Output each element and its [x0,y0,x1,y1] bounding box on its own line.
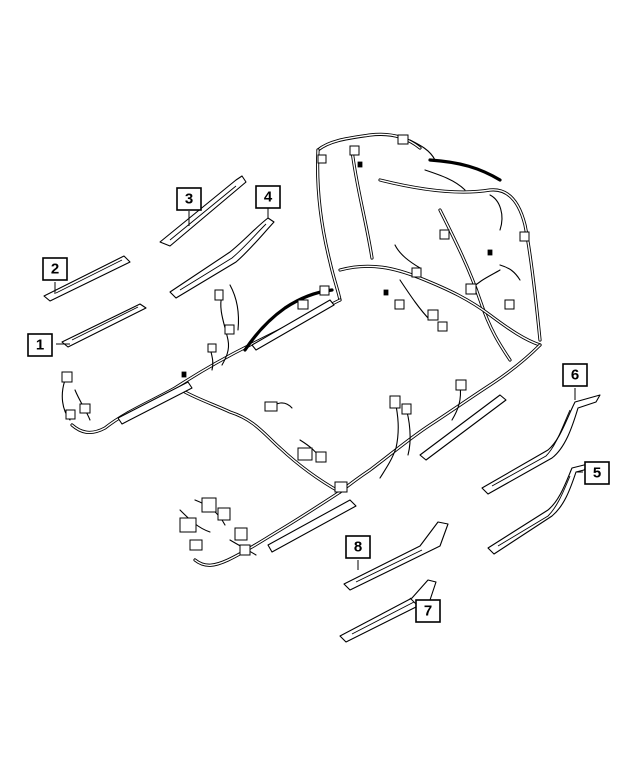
callout-2: 2 [42,257,68,281]
part-8-sill-trim [343,521,449,591]
svg-text:1: 1 [36,337,44,354]
svg-text:2: 2 [51,261,59,278]
floor-wiring-harness [61,132,542,567]
callout-4: 4 [255,185,281,209]
right-rail-cover [419,394,507,461]
part-7-sill-trim [339,579,437,643]
callout-1: 1 [27,333,53,357]
svg-text:8: 8 [354,539,362,556]
callout-7: 7 [415,599,441,623]
part-3-sill-trim [159,175,247,247]
part-6-sill-trim [481,394,601,495]
front-rail-cover [267,499,357,553]
svg-text:6: 6 [571,367,579,384]
part-2-sill-trim [43,255,131,302]
part-1-sill-trim [61,303,147,348]
part-5-sill-trim [487,463,589,555]
svg-text:4: 4 [264,189,273,206]
left-rail-cover [117,299,335,425]
callout-8: 8 [345,535,371,559]
callout-6: 6 [562,363,588,387]
svg-text:3: 3 [185,191,193,208]
leader-lines [54,208,583,607]
callout-5: 5 [584,461,610,485]
part-4-sill-trim [169,217,275,299]
svg-text:7: 7 [424,603,432,620]
svg-text:5: 5 [593,465,601,482]
callout-3: 3 [176,187,202,211]
